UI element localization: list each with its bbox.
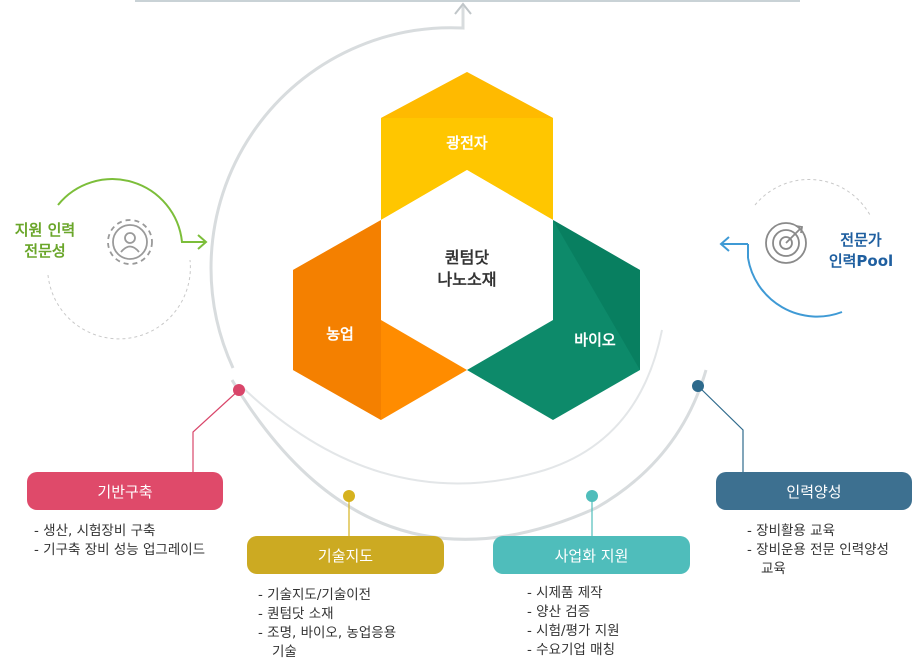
segment-right-label: 바이오 [574, 331, 616, 349]
bottom-arc-inner [239, 329, 663, 485]
big-arc [209, 5, 465, 369]
left-arrow-icon [719, 236, 730, 252]
dot-1 [233, 384, 245, 396]
list-item: 장비활용 교육 [747, 522, 909, 541]
list-item: 시제품 제작 [527, 584, 687, 603]
list-item: 기술지도/기술이전 [258, 586, 448, 605]
right-arc-dashed [754, 178, 871, 216]
card-commercial-list: 시제품 제작 양산 검증 시험/평가 지원 수요기업 매칭 [527, 584, 687, 660]
list-item: 생산, 시험장비 구축 [34, 522, 224, 541]
up-arrow-icon [454, 2, 472, 15]
left-arc-dashed [47, 259, 191, 340]
center-line-2: 나노소재 [438, 270, 497, 289]
left-feature-label: 지원 인력 전문성 [0, 220, 90, 262]
card-training-list: 장비활용 교육 장비운용 전문 인력양성교육 [747, 522, 909, 579]
segment-top-label: 광전자 [446, 134, 488, 152]
right-arrow-icon [197, 234, 208, 250]
card-tech-guidance-list: 기술지도/기술이전 퀀텀닷 소재 조명, 바이오, 농업응용기술 [258, 586, 448, 662]
center-hexagon [381, 170, 553, 370]
right-feature-line-2: 인력Pool [828, 252, 894, 270]
target-arrow-icon [765, 222, 807, 264]
hexagon-segments [293, 72, 640, 420]
segment-left-label: 농업 [326, 325, 354, 343]
card-infrastructure-list: 생산, 시험장비 구축 기구축 장비 성능 업그레이드 [34, 522, 224, 560]
dot-2 [343, 490, 355, 502]
card-infrastructure-title: 기반구축 [27, 472, 223, 510]
card-tech-guidance-title: 기술지도 [247, 536, 444, 574]
right-feature-label: 전문가 인력Pool [806, 230, 913, 272]
center-line-1: 퀀텀닷 [445, 248, 489, 267]
left-feature-line-1: 지원 인력 [14, 221, 76, 239]
list-item: 기구축 장비 성능 업그레이드 [34, 541, 213, 560]
list-item: 조명, 바이오, 농업응용기술 [258, 624, 407, 662]
dot-4 [692, 380, 704, 392]
gear-person-icon [107, 219, 153, 265]
left-arc [57, 178, 205, 243]
right-feature-line-1: 전문가 [840, 231, 882, 249]
list-item: 양산 검증 [527, 603, 687, 622]
card-commercial-title: 사업화 지원 [493, 536, 690, 574]
list-item: 시험/평가 지원 [527, 622, 687, 641]
bottom-arc-outer [230, 369, 708, 541]
list-item: 수요기업 매칭 [527, 641, 687, 660]
card-training-title: 인력양성 [716, 472, 912, 510]
connectors [192, 380, 744, 537]
list-item: 퀀텀닷 소재 [258, 605, 448, 624]
dot-3 [586, 490, 598, 502]
left-feature-line-2: 전문성 [24, 242, 66, 260]
list-item: 장비운용 전문 인력양성교육 [747, 541, 891, 579]
right-arc [747, 257, 843, 318]
